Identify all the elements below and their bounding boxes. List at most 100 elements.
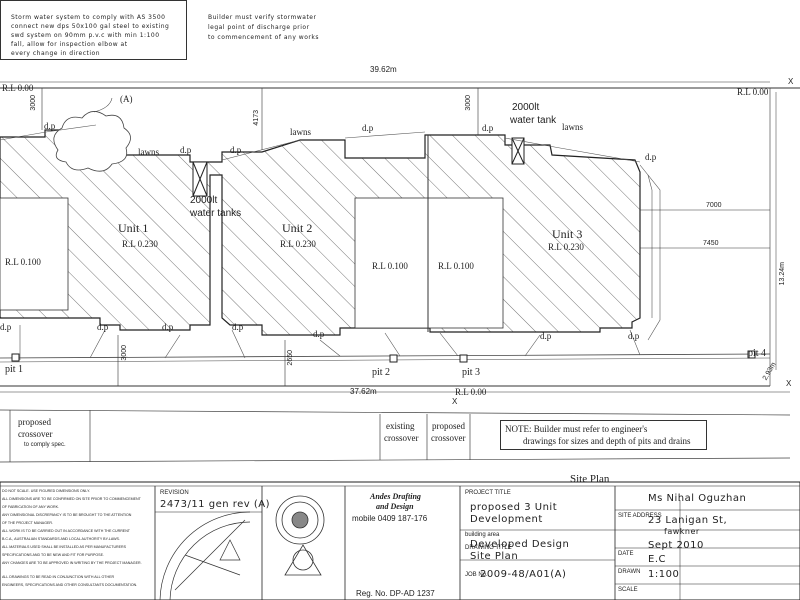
lawns-label-3: lawns bbox=[562, 122, 583, 132]
fine-print-line: ANY DIMENSIONAL DISCREPANCY IS TO BE BRO… bbox=[2, 513, 132, 517]
lawns-label-1: lawns bbox=[138, 147, 159, 157]
dp-label: d.p bbox=[44, 121, 56, 131]
revision-cloud bbox=[53, 111, 131, 172]
dim-bottom-width: 37.62m bbox=[350, 387, 377, 396]
fine-print-line: B.C.A., AUSTRALIAN STANDARDS AND LOCAL A… bbox=[2, 537, 120, 541]
rl-yard-2: R.L 0.100 bbox=[372, 261, 408, 271]
pit-1-label: pit 1 bbox=[5, 364, 24, 375]
pit-3-label: pit 3 bbox=[462, 367, 481, 378]
pit-3-square bbox=[459, 354, 468, 363]
fine-print-line: SPECIFICATIONS AND TO BE NEW AND FIT FOR… bbox=[2, 553, 104, 557]
marker-a: (A) bbox=[120, 94, 133, 104]
note-line: Builder must verify stormwater bbox=[208, 14, 317, 21]
dim-3000-bottom: 3000 bbox=[121, 345, 128, 361]
dim-3000-left: 3000 bbox=[30, 95, 37, 111]
dim-7450: 7450 bbox=[703, 240, 719, 247]
note-line: every change in direction bbox=[11, 50, 101, 57]
fine-print-line: ALL DIMENSIONS ARE TO BE CONFIRMED ON SI… bbox=[2, 497, 141, 501]
tank-top-label: water tank bbox=[510, 115, 557, 126]
crossover-proposed-left-1: proposed bbox=[18, 417, 51, 427]
firm-name-2: and Design bbox=[376, 502, 414, 511]
drawn-label: DRAWN bbox=[618, 569, 641, 575]
crossover-existing-1: existing bbox=[386, 421, 415, 431]
pit-2-square bbox=[389, 354, 398, 363]
client-name: Ms Nihal Oguzhan bbox=[648, 493, 747, 504]
rl-bottom: R.L 0.00 bbox=[455, 387, 487, 397]
firm-mobile: mobile 0409 187-176 bbox=[352, 514, 428, 523]
tank-mid-capacity: 2000lt bbox=[190, 195, 218, 206]
fine-print-line: ANY CHANGES ARE TO BE APPROVED IN WRITIN… bbox=[2, 561, 142, 565]
dp-label: d.p bbox=[313, 329, 325, 339]
note-line: Storm water system to comply with AS 350… bbox=[11, 14, 166, 21]
date-label: DATE bbox=[618, 551, 634, 557]
pit-2-label: pit 2 bbox=[372, 367, 391, 378]
fine-print-line: OF FABRICATION OF ANY WORK. bbox=[2, 505, 59, 509]
scale-value: 1:100 bbox=[648, 569, 680, 580]
job-value: 2009-48/A01(A) bbox=[480, 569, 567, 580]
fine-print-line: ALL MATERIALS USED SHALL BE INSTALLED AS… bbox=[2, 545, 127, 549]
dp-label: d.p bbox=[645, 152, 657, 162]
note-line: to commencement of any works bbox=[208, 34, 319, 41]
dim-top-width: 39.62m bbox=[370, 65, 397, 74]
rl-top-right: R.L 0.00 bbox=[737, 87, 769, 97]
crossover-left-sub: to comply spec. bbox=[24, 442, 66, 448]
rl-top-left: R.L 0.00 bbox=[2, 83, 34, 93]
revision-value: 2473/11 gen rev (A) bbox=[160, 499, 271, 510]
dim-3000-mid: 3000 bbox=[465, 95, 472, 111]
engineer-note: NOTE: Builder must refer to engineer's d… bbox=[500, 420, 707, 450]
address-label: SITE ADDRESS bbox=[618, 513, 662, 519]
drawing-line-1: Developed Design bbox=[470, 539, 570, 550]
title-block-heading: Site Plan bbox=[570, 473, 610, 485]
dim-side-depth: 13.24m bbox=[779, 262, 786, 286]
title-block-frame bbox=[0, 481, 800, 600]
crossover-existing-2: crossover bbox=[384, 433, 419, 443]
address-line-2: fawkner bbox=[664, 527, 700, 536]
dim-4173: 4173 bbox=[253, 110, 260, 126]
date-value: Sept 2010 bbox=[648, 540, 704, 551]
dp-label: d.p bbox=[0, 322, 12, 332]
x-marker: X bbox=[788, 77, 794, 86]
dim-7000: 7000 bbox=[706, 202, 722, 209]
builder-note: Builder must verify stormwater legal poi… bbox=[200, 8, 320, 46]
tank-mid-label: water tanks bbox=[190, 208, 242, 219]
note-line: NOTE: Builder must refer to engineer's bbox=[505, 424, 648, 434]
drawn-value: E.C bbox=[648, 554, 666, 565]
dp-label: d.p bbox=[540, 331, 552, 341]
dp-label: d.p bbox=[230, 145, 242, 155]
drain-line bbox=[0, 353, 771, 359]
dp-label: d.p bbox=[162, 322, 174, 332]
drawing-line-2: Site Plan bbox=[470, 551, 519, 562]
revision-label: REVISION bbox=[160, 490, 189, 496]
compass-logo bbox=[159, 511, 251, 600]
lawns-label-2: lawns bbox=[290, 127, 311, 137]
project-line-1: proposed 3 Unit bbox=[470, 502, 558, 513]
fine-print-line: ENGINEERS, SPECIFICATIONS AND OTHER CONS… bbox=[2, 583, 138, 587]
fine-print-line: OF THE PROJECT MANAGER. bbox=[2, 521, 53, 525]
note-line: legal point of discharge prior bbox=[208, 24, 310, 31]
firm-name-1: Andes Drafting bbox=[370, 492, 421, 501]
stormwater-note: Storm water system to comply with AS 350… bbox=[0, 0, 187, 60]
crossover-proposed-right-2: crossover bbox=[431, 433, 466, 443]
unit-3-rl: R.L 0.230 bbox=[548, 242, 584, 252]
dp-label: d.p bbox=[232, 322, 244, 332]
rl-yard-3: R.L 0.100 bbox=[438, 261, 474, 271]
building-area-label: building area bbox=[465, 532, 500, 538]
crossover-proposed-left-2: crossover bbox=[18, 429, 53, 439]
rl-yard-1: R.L 0.100 bbox=[5, 257, 41, 267]
fine-print-line: ALL DRAWINGS TO BE READ IN CONJUNCTION W… bbox=[2, 575, 115, 579]
firm-reg-no: Reg. No. DP-AD 1237 bbox=[356, 589, 435, 598]
x-marker: X bbox=[786, 379, 792, 388]
dp-label: d.p bbox=[628, 331, 640, 341]
fine-print-line: DO NOT SCALE. USE FIGURED DIMENSIONS ONL… bbox=[2, 489, 91, 493]
unit-1-rl: R.L 0.230 bbox=[122, 239, 158, 249]
yard-unit2-3 bbox=[354, 197, 504, 329]
drawing-label: DRAWING TITLE bbox=[465, 545, 512, 551]
project-line-2: Development bbox=[470, 514, 543, 525]
yard-unit1 bbox=[0, 197, 69, 311]
crossover-proposed-right-1: proposed bbox=[432, 421, 465, 431]
note-line: connect new dps 50x100 gal steel to exis… bbox=[11, 23, 170, 30]
dp-label: d.p bbox=[482, 123, 494, 133]
job-label: JOB No. bbox=[465, 572, 488, 578]
address-line-1: 23 Lanigan St, bbox=[648, 515, 728, 526]
